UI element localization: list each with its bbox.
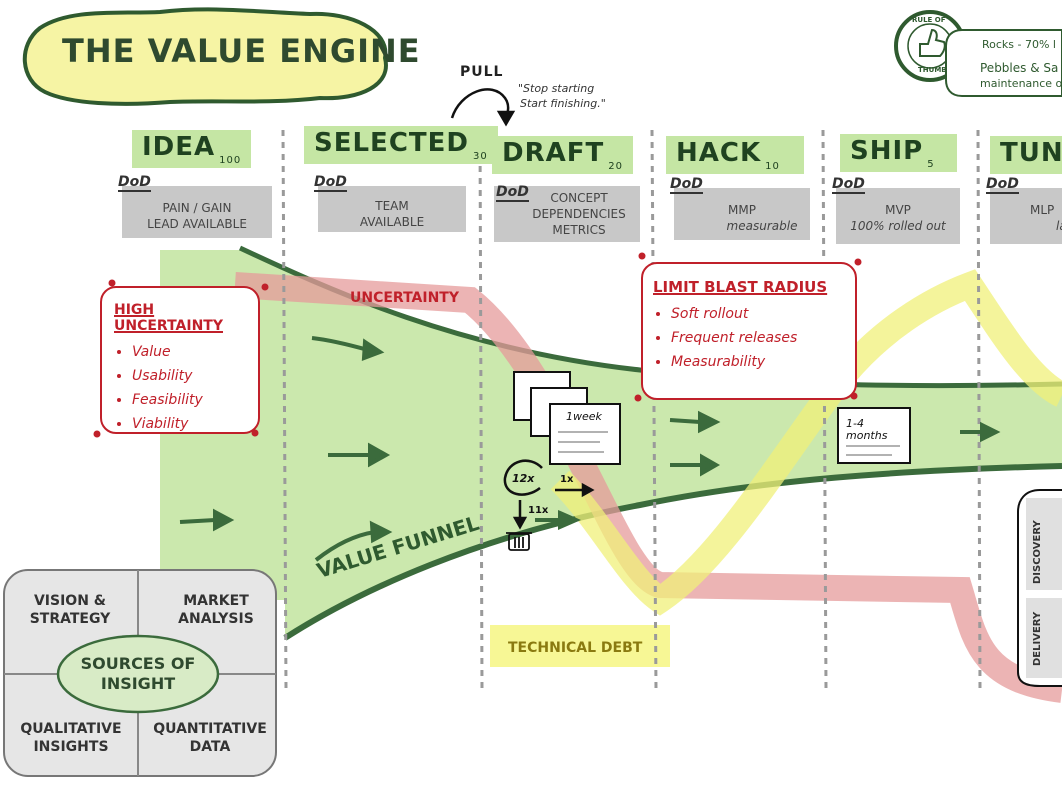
iteration-out-label: 1x [560, 474, 574, 485]
track-delivery-label: DELIVERY [1032, 611, 1043, 666]
dod-line: measurable [726, 219, 798, 233]
stage-name: IDEA [142, 132, 216, 162]
trash-icon [506, 532, 532, 551]
dod-line: PAIN / GAIN [162, 201, 232, 215]
sources-of-insight-panel [3, 569, 277, 777]
insight-quantitative: QUANTITATIVE DATA [153, 721, 267, 755]
dod-line: TEAM [375, 199, 409, 213]
list-item: Viability [132, 412, 246, 436]
rule-of-thumb-badge-line2: THUMB [918, 66, 947, 74]
dod-hack: DoD MMP measurable [670, 176, 810, 240]
limit-blast-radius-box: LIMIT BLAST RADIUS Soft rollout Frequent… [641, 262, 857, 400]
dod-selected: DoD TEAM AVAILABLE [314, 174, 466, 232]
rule-of-thumb-line2: Pebbles & Sa [980, 61, 1059, 75]
dod-line: LEAD AVAILABLE [147, 217, 247, 231]
dod-tag: DoD [496, 184, 529, 202]
title-cloud [22, 7, 388, 106]
page-title: THE VALUE ENGINE [62, 32, 421, 70]
dod-tag: DoD [118, 174, 151, 192]
insight-vision-strategy: VISION & STRATEGY [29, 593, 111, 627]
dod-line: CONCEPT [550, 191, 608, 205]
dod-tune: DoD MLP la [986, 176, 1062, 244]
insight-market-analysis: MARKET ANALYSIS [178, 593, 254, 627]
stage-name: HACK [676, 138, 762, 168]
technical-debt-label-bg [490, 625, 670, 667]
stage-count: 5 [927, 159, 935, 170]
stage-count: 10 [765, 161, 780, 172]
tracks-box [1017, 489, 1062, 687]
card-ship [837, 407, 911, 464]
rule-of-thumb-line3: maintenance o [980, 77, 1062, 90]
dod-tag: DoD [314, 174, 347, 192]
high-uncertainty-box: HIGH UNCERTAINTY Value Usability Feasibi… [100, 286, 260, 434]
list-item: Value [132, 340, 246, 364]
card-one-four-months-label: 1-4 months [846, 417, 888, 442]
stage-name: SELECTED [314, 128, 469, 158]
limit-blast-radius-title: LIMIT BLAST RADIUS [653, 278, 828, 296]
dod-line: METRICS [552, 223, 606, 237]
track-discovery-label: DISCOVERY [1032, 520, 1043, 584]
dod-line: MVP [885, 203, 911, 217]
stage-name: SHIP [850, 136, 924, 166]
dod-line: DEPENDENCIES [532, 207, 626, 221]
insight-qualitative: QUALITATIVE INSIGHTS [20, 721, 122, 755]
stage-name: TUNE [1000, 138, 1062, 168]
dod-idea: DoD PAIN / GAIN LEAD AVAILABLE [118, 174, 272, 238]
list-item: Measurability [671, 350, 845, 374]
dod-tag: DoD [670, 176, 703, 194]
list-item: Usability [132, 364, 246, 388]
pull-arrow [450, 88, 516, 127]
iteration-drop-label: 11x [528, 505, 549, 516]
stage-count: 20 [608, 161, 623, 172]
iteration-loop-label: 12x [512, 472, 535, 485]
pull-quote-line1: "Stop starting [518, 82, 595, 95]
dod-line: MLP [1030, 203, 1055, 217]
high-uncertainty-title: HIGH UNCERTAINTY [114, 302, 223, 334]
stage-count: 100 [219, 155, 242, 166]
list-item: Feasibility [132, 388, 246, 412]
card-stack [513, 371, 621, 465]
funnel-bottom-line [283, 463, 1062, 641]
list-item: Soft rollout [671, 302, 845, 326]
dod-ship: DoD MVP 100% rolled out [832, 176, 960, 244]
card-one-week-label: 1week [566, 410, 602, 423]
rule-of-thumb-line1: Rocks - 70% l [982, 38, 1056, 51]
stage-tune-title: TUNE [990, 136, 1062, 174]
dod-tag: DoD [832, 176, 865, 194]
iteration-loop [503, 459, 595, 530]
stage-count: 30 [472, 151, 488, 162]
list-item: Frequent releases [671, 326, 845, 350]
dod-tag: DoD [986, 176, 1019, 194]
rule-of-thumb-box [945, 29, 1062, 97]
stage-name: DRAFT [502, 138, 605, 168]
flow-arrows [179, 336, 1001, 562]
pull-quote-line2: Start finishing." [520, 97, 606, 110]
rule-of-thumb-badge-line1: RULE OF [912, 16, 946, 24]
high-uncertainty-list: Value Usability Feasibility Viability [114, 340, 246, 436]
insight-center-label: SOURCES OF INSIGHT [80, 654, 196, 693]
limit-blast-radius-list: Soft rollout Frequent releases Measurabi… [653, 302, 845, 374]
dod-line: AVAILABLE [359, 215, 425, 229]
stage-separators [281, 129, 982, 691]
dod-line: MMP [728, 203, 756, 217]
uncertainty-label: UNCERTAINTY [350, 290, 459, 306]
dod-line: 100% rolled out [850, 219, 946, 233]
pull-label: PULL [460, 64, 504, 80]
dod-line: la [1056, 219, 1062, 233]
dod-draft: DoD CONCEPT DEPENDENCIES METRICS [494, 184, 640, 242]
technical-debt-label: TECHNICAL DEBT [508, 640, 643, 656]
